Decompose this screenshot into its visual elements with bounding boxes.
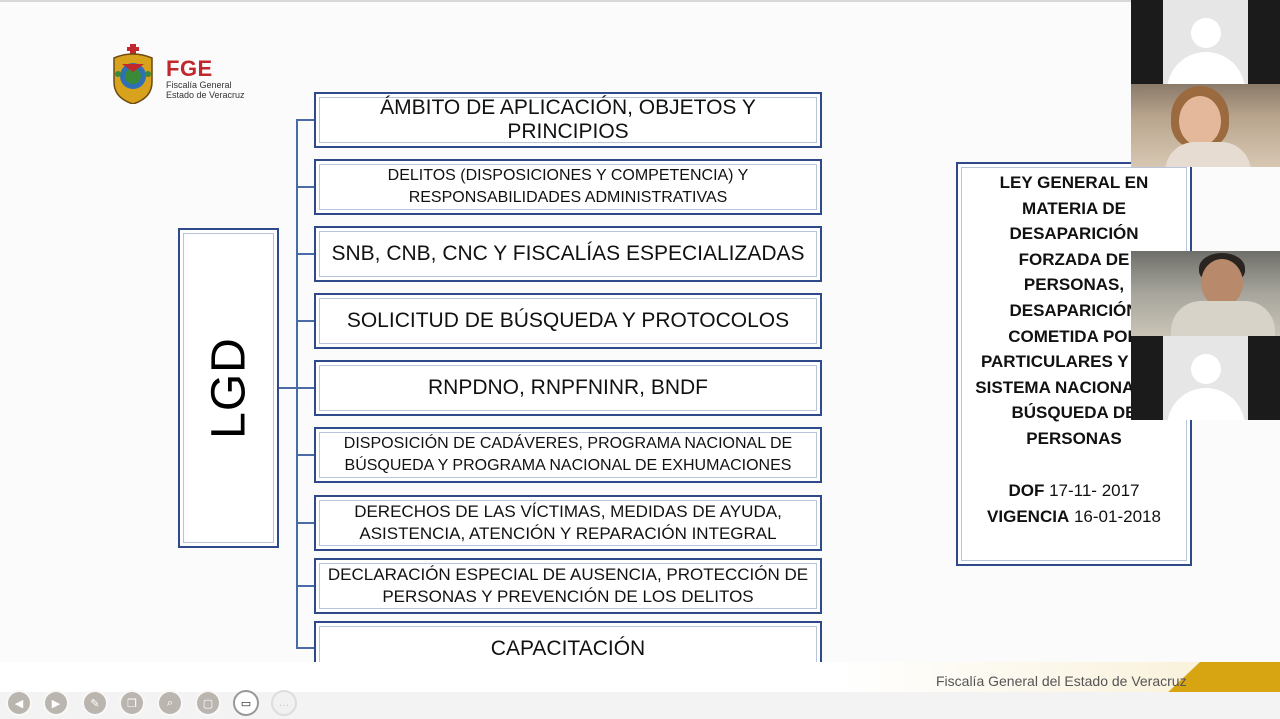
law-title-line: COMETIDA POR — [1008, 326, 1140, 346]
footer-text: Fiscalía General del Estado de Veracruz — [936, 673, 1187, 689]
law-dates: DOF 17-11- 2017 VIGENCIA 16-01-2018 — [958, 478, 1190, 530]
connector-trunk — [296, 120, 298, 648]
pen-tool-button[interactable]: ✎ — [82, 690, 108, 716]
connector-branch-1 — [296, 119, 314, 121]
participant-tile-1[interactable] — [1131, 0, 1280, 84]
connector-branch-4 — [296, 320, 314, 322]
topic-label: SOLICITUD DE BÚSQUEDA Y PROTOCOLOS — [346, 309, 790, 332]
topic-box-delitos: DELITOS (DISPOSICIONES Y COMPETENCIA) Y … — [314, 159, 822, 215]
topic-label: DISPOSICIÓN DE CADÁVERES, PROGRAMA NACIO… — [343, 435, 793, 474]
topic-box-derechos: DERECHOS DE LAS VÍCTIMAS, MEDIDAS DE AYU… — [314, 495, 822, 551]
blank-icon: ▢ — [202, 697, 214, 710]
connector-root — [279, 387, 297, 389]
top-border — [0, 0, 1280, 2]
logo-acronym: FGE — [166, 56, 213, 81]
pages-icon: ❐ — [127, 697, 137, 710]
participant-body — [1165, 142, 1251, 167]
camera-icon: ▭ — [240, 697, 252, 710]
topic-box-snb: SNB, CNB, CNC Y FISCALÍAS ESPECIALIZADAS — [314, 226, 822, 282]
topic-label: DERECHOS DE LAS VÍCTIMAS, MEDIDAS DE AYU… — [354, 502, 782, 543]
fge-logo: FGE Fiscalía General Estado de Veracruz — [108, 44, 248, 106]
law-title-line: SISTEMA NACIONAL DE — [975, 377, 1173, 397]
topic-box-cadaveres: DISPOSICIÓN DE CADÁVERES, PROGRAMA NACIO… — [314, 427, 822, 483]
topic-box-solicitud: SOLICITUD DE BÚSQUEDA Y PROTOCOLOS — [314, 293, 822, 349]
topic-label: SNB, CNB, CNC Y FISCALÍAS ESPECIALIZADAS — [331, 242, 805, 265]
see-all-slides-button[interactable]: ❐ — [119, 690, 145, 716]
connector-branch-7 — [296, 522, 314, 524]
law-title-line: PERSONAS, — [1023, 275, 1125, 295]
user-avatar-icon — [1190, 18, 1221, 48]
connector-branch-2 — [296, 186, 314, 188]
zoom-icon: ⌕ — [166, 696, 174, 709]
play-icon: ▶ — [51, 697, 61, 710]
participant-face — [1179, 96, 1221, 146]
topic-label: ÁMBITO DE APLICACIÓN, OBJETOS Y PRINCIPI… — [380, 96, 756, 143]
logo-subtitle-line2: Estado de Veracruz — [166, 90, 245, 100]
law-title-line: PARTICULARES Y DEL — [980, 352, 1168, 372]
connector-branch-6 — [296, 454, 314, 456]
vigencia-label: VIGENCIA — [987, 507, 1070, 526]
participant-face — [1201, 259, 1243, 307]
topic-label: DELITOS (DISPOSICIONES Y COMPETENCIA) Y … — [387, 167, 749, 206]
topic-label: RNPDNO, RNPFNINR, BNDF — [427, 376, 708, 399]
footer-bottom-stripe — [0, 692, 1280, 719]
topic-box-registros: RNPDNO, RNPFNINR, BNDF — [314, 360, 822, 416]
law-title-line: BÚSQUEDA DE — [1011, 403, 1137, 423]
lgd-root-box: LGD — [178, 228, 279, 548]
participant-tile-4[interactable] — [1131, 336, 1280, 420]
user-avatar-body — [1166, 388, 1245, 420]
topic-box-declaracion: DECLARACIÓN ESPECIAL DE AUSENCIA, PROTEC… — [314, 558, 822, 614]
previous-slide-button[interactable]: ◀ — [6, 690, 32, 716]
black-screen-button[interactable]: ▢ — [195, 690, 221, 716]
topic-box-ambito: ÁMBITO DE APLICACIÓN, OBJETOS Y PRINCIPI… — [314, 92, 822, 148]
dof-date: 17-11- 2017 — [1049, 481, 1140, 500]
law-title: LEY GENERAL EN MATERIA DE DESAPARICIÓN F… — [958, 170, 1190, 452]
user-avatar-icon — [1190, 354, 1221, 384]
lgd-label: LGD — [202, 337, 255, 439]
dof-row: DOF 17-11- 2017 — [958, 478, 1190, 504]
pen-icon: ✎ — [90, 697, 100, 710]
vigencia-row: VIGENCIA 16-01-2018 — [958, 504, 1190, 530]
next-slide-button[interactable]: ▶ — [43, 690, 69, 716]
user-avatar-body — [1166, 52, 1245, 84]
law-title-line: LEY GENERAL EN — [999, 173, 1149, 192]
connector-branch-8 — [296, 585, 314, 587]
logo-subtitle-line1: Fiscalía General — [166, 80, 232, 90]
connector-branch-9 — [296, 647, 314, 649]
law-title-line: FORZADA DE — [1018, 249, 1130, 269]
topic-label: CAPACITACIÓN — [490, 636, 646, 660]
topic-label: DECLARACIÓN ESPECIAL DE AUSENCIA, PROTEC… — [327, 565, 809, 606]
law-title-line: DESAPARICIÓN — [1009, 224, 1139, 244]
law-title-line: MATERIA DE — [1022, 198, 1126, 218]
more-options-button[interactable]: … — [271, 690, 297, 716]
logo-subtitle: Fiscalía General Estado de Veracruz — [166, 80, 256, 100]
zoom-button[interactable]: ⌕ — [157, 690, 183, 716]
law-title-line: PERSONAS — [1026, 428, 1122, 448]
dof-label: DOF — [1008, 481, 1045, 500]
law-title-line: DESAPARICIÓN — [1009, 300, 1139, 320]
participant-tile-3[interactable] — [1131, 251, 1280, 336]
connector-branch-3 — [296, 253, 314, 255]
lgd-inner-frame — [183, 233, 274, 543]
camera-button[interactable]: ▭ — [233, 690, 259, 716]
veracruz-seal-icon — [113, 44, 153, 104]
connector-branch-5 — [296, 387, 314, 389]
vigencia-date: 16-01-2018 — [1073, 507, 1161, 526]
footer-white-band — [0, 662, 1200, 696]
participant-body — [1171, 301, 1275, 336]
more-icon: … — [278, 697, 290, 709]
participant-tile-2[interactable] — [1131, 84, 1280, 167]
previous-icon: ◀ — [14, 697, 24, 710]
